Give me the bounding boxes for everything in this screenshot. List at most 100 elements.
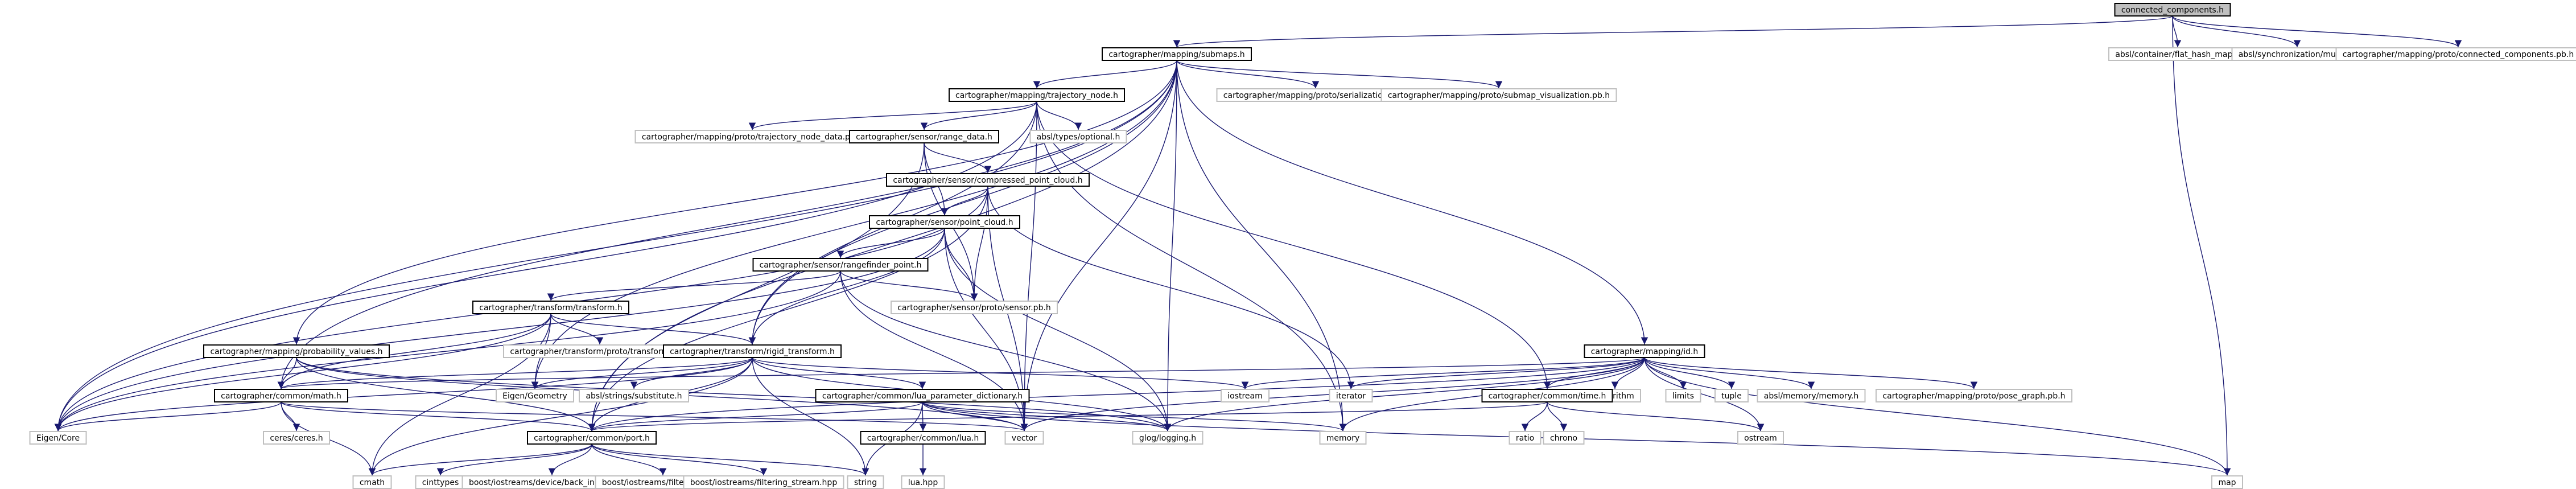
node-label: connected_components.h (2121, 6, 2224, 15)
edge-port-to-back-inserter (548, 443, 592, 476)
include-edge (920, 101, 1037, 130)
edge-common-time-to-chrono (1547, 401, 1568, 432)
node-serialization-pb: cartographer/mapping/proto/serialization… (1216, 88, 1415, 102)
edge-compressed-point-cloud-to-iterator (987, 186, 1355, 389)
include-edge (630, 357, 753, 389)
edge-rigid-transform-to-eigen-geometry (531, 357, 753, 389)
include-edge (1033, 60, 1177, 89)
node-box (2114, 3, 2231, 17)
include-edge (277, 60, 1177, 389)
edge-probability-values-to-glog (296, 357, 1171, 432)
edge-rangefinder-point-to-eigen-core (54, 270, 841, 432)
include-edge (1644, 357, 1978, 389)
node-transform[interactable]: cartographer/transform/transform.h (472, 301, 629, 314)
node-box (849, 130, 999, 143)
node-label: cartographer/transform/transform.h (479, 303, 622, 313)
edge-submap-to-probability-values (292, 60, 1177, 345)
node-chrono: chrono (1543, 431, 1585, 445)
node-box (901, 475, 945, 489)
include-edge (54, 313, 551, 432)
edge-rigid-transform-to-iostream (752, 357, 1248, 389)
edge-trajectory-node-to-optional (1036, 101, 1082, 130)
node-box (472, 301, 629, 314)
node-label: cartographer/sensor/point_cloud.h (876, 218, 1013, 227)
node-common-lua[interactable]: cartographer/common/lua.h (860, 431, 986, 445)
node-common-time[interactable]: cartographer/common/time.h (1481, 389, 1613, 402)
include-edge (368, 357, 753, 476)
edge-submap-to-eigen-geometry (531, 60, 1177, 389)
node-label: cartographer/common/port.h (534, 434, 650, 443)
edge-common-time-to-port (588, 401, 1548, 432)
node-iostream: iostream (1221, 389, 1270, 402)
node-box (847, 475, 884, 489)
include-edge (547, 270, 841, 301)
node-box (1876, 389, 2072, 402)
node-label: cartographer/transform/rigid_transform.h (670, 347, 835, 356)
edge-submap-to-submap-viz-pb (1176, 60, 1503, 89)
include-edge (1164, 357, 1645, 432)
node-port[interactable]: cartographer/common/port.h (527, 431, 657, 445)
node-map: map (2211, 475, 2243, 489)
node-lua-parameter-dictionary[interactable]: cartographer/common/lua_parameter_dictio… (815, 389, 1030, 402)
include-edge (2172, 15, 2231, 476)
node-label: Eigen/Geometry (502, 392, 567, 401)
node-rigid-transform[interactable]: cartographer/transform/rigid_transform.h (663, 344, 842, 358)
node-submap[interactable]: cartographer/mapping/submaps.h (1102, 47, 1252, 61)
edge-rigid-transform-to-substitute (630, 357, 753, 389)
node-flat-hash-map: absl/container/flat_hash_map.h (2108, 47, 2247, 61)
edge-submap-to-serialization-pb (1176, 60, 1320, 89)
node-box (352, 475, 392, 489)
node-label: cartographer/common/lua.h (867, 434, 979, 443)
node-box (1004, 431, 1044, 445)
edge-submap-to-glog (1164, 60, 1177, 432)
include-edge (278, 357, 753, 389)
node-label: cmath (360, 478, 385, 487)
include-edge (278, 357, 1645, 389)
node-range-data[interactable]: cartographer/sensor/range_data.h (849, 130, 999, 143)
node-box (1543, 431, 1585, 445)
node-box (1481, 389, 1613, 402)
include-edge (281, 401, 300, 432)
node-trajectory-node[interactable]: cartographer/mapping/trajectory_node.h (949, 88, 1125, 102)
edge-rigid-transform-to-string (752, 357, 869, 476)
edge-point-cloud-to-rigid-transform (748, 228, 945, 345)
node-probability-values[interactable]: cartographer/mapping/probability_values.… (203, 344, 390, 358)
edge-rangefinder-point-to-sensor-pb (840, 270, 978, 301)
edge-transform-to-common-math (277, 313, 551, 389)
include-edge (1173, 15, 2173, 48)
include-edge (840, 270, 978, 301)
edge-port-to-cinttypes (436, 443, 592, 476)
edge-mapping-id-to-iterator (1347, 357, 1645, 389)
edge-lua-parameter-dictionary-to-vector (922, 401, 1028, 432)
include-edge (1644, 357, 1765, 432)
node-label: memory (1326, 434, 1360, 443)
edge-transform-to-eigen-core (54, 313, 551, 432)
node-box (1508, 431, 1542, 445)
include-edge (840, 270, 1172, 432)
node-rangefinder-point[interactable]: cartographer/sensor/rangefinder_point.h (752, 258, 929, 272)
edge-mapping-id-to-tuple (1644, 357, 1736, 389)
edge-port-to-filtering-stream (591, 443, 768, 476)
node-compressed-point-cloud[interactable]: cartographer/sensor/compressed_point_clo… (886, 173, 1090, 187)
edge-submap-to-memory (1176, 60, 1347, 432)
edge-mapping-id-to-map (1644, 357, 2231, 476)
edge-compressed-point-cloud-to-port (588, 186, 988, 432)
edge-trajectory-node-to-eigen-core (54, 101, 1037, 432)
node-label: boost/iostreams/device/back_inserter.hpp (469, 478, 635, 487)
node-label: lua.hpp (908, 478, 938, 487)
edge-connected-components-to-mutex (2172, 15, 2301, 48)
node-point-cloud[interactable]: cartographer/sensor/point_cloud.h (869, 215, 1020, 229)
node-common-math[interactable]: cartographer/common/math.h (214, 389, 348, 402)
edge-mapping-id-to-absl-memory (1644, 357, 1815, 389)
include-edge (54, 270, 841, 432)
node-box (263, 431, 330, 445)
include-edge (550, 313, 604, 345)
node-mapping-id[interactable]: cartographer/mapping/id.h (1584, 344, 1705, 358)
node-box (2211, 475, 2243, 489)
node-box (683, 475, 844, 489)
node-limits: limits (1665, 389, 1701, 402)
node-label: cartographer/mapping/proto/pose_graph.pb… (1882, 392, 2065, 401)
edge-layer (54, 15, 2462, 476)
node-box (1380, 88, 1617, 102)
